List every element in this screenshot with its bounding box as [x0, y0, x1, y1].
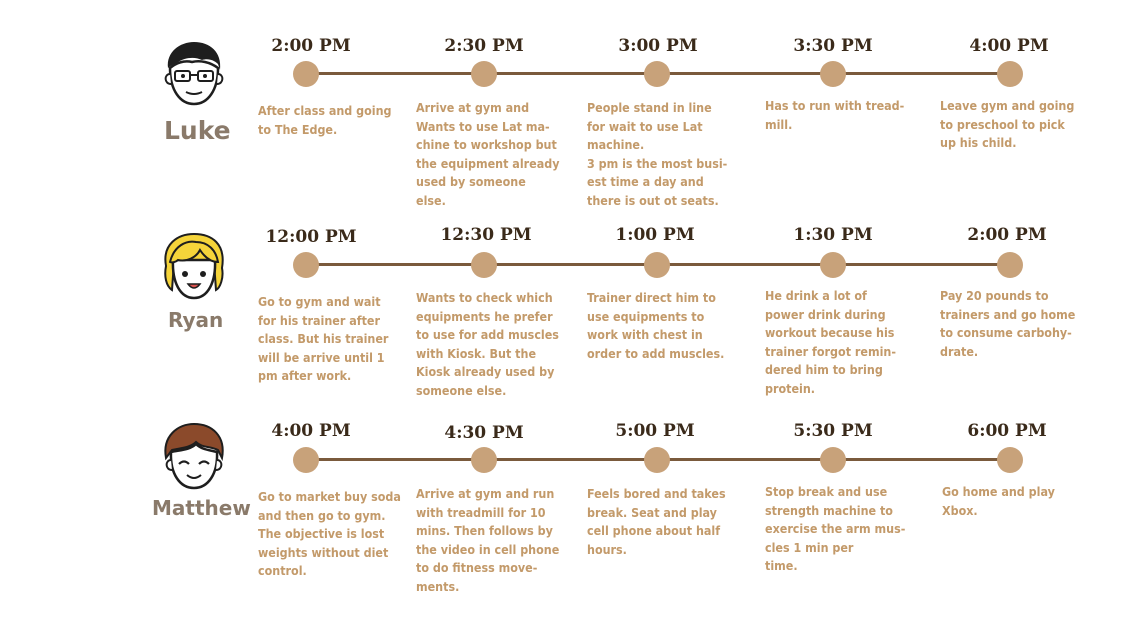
timeline-dot-matthew-1 — [293, 447, 319, 473]
timeline-dot-ryan-1 — [293, 252, 319, 278]
timeline-dot-luke-4 — [820, 61, 846, 87]
time-label: 2:30 PM — [444, 36, 524, 56]
timeline-dot-ryan-5 — [997, 252, 1023, 278]
time-label: 4:00 PM — [271, 421, 351, 441]
timeline-dot-matthew-5 — [997, 447, 1023, 473]
timeline-dot-matthew-4 — [820, 447, 846, 473]
timeline-dot-matthew-3 — [644, 447, 670, 473]
timeline-dot-luke-1 — [293, 61, 319, 87]
persona-luke: Luke 2:00 PM 2:30 PM 3:00 PM 3:30 PM 4:0… — [0, 0, 1140, 208]
time-label: 2:00 PM — [271, 36, 351, 56]
time-label: 4:30 PM — [444, 423, 524, 443]
persona-name-matthew: Matthew — [152, 496, 251, 520]
time-label: 1:30 PM — [793, 225, 873, 245]
time-label: 12:30 PM — [440, 225, 532, 245]
timeline-dot-luke-2 — [471, 61, 497, 87]
time-label: 3:30 PM — [793, 36, 873, 56]
time-label: 4:00 PM — [969, 36, 1049, 56]
time-label: 1:00 PM — [615, 225, 695, 245]
matthew-avatar-icon — [164, 422, 224, 490]
time-label: 5:00 PM — [615, 421, 695, 441]
timeline-dot-ryan-4 — [820, 252, 846, 278]
persona-ryan: Ryan 12:00 PM 12:30 PM 1:00 PM 1:30 PM 2… — [0, 0, 1140, 398]
luke-avatar-icon — [164, 42, 224, 106]
ryan-avatar-icon — [164, 232, 224, 300]
timeline-dot-luke-5 — [997, 61, 1023, 87]
event-description: Has to run with tread-mill. — [765, 98, 905, 132]
persona-matthew: Matthew 4:00 PM 4:30 PM 5:00 PM 5:30 PM … — [0, 0, 1140, 594]
persona-name-luke: Luke — [164, 116, 231, 145]
time-label: 3:00 PM — [618, 36, 698, 56]
time-label: 12:00 PM — [265, 227, 357, 247]
time-label: 6:00 PM — [967, 421, 1047, 441]
timeline-dot-ryan-3 — [644, 252, 670, 278]
timeline-dot-matthew-2 — [471, 447, 497, 473]
time-label: 2:00 PM — [967, 225, 1047, 245]
persona-name-ryan: Ryan — [168, 308, 224, 332]
timeline-dot-ryan-2 — [471, 252, 497, 278]
time-label: 5:30 PM — [793, 421, 873, 441]
timeline-dot-luke-3 — [644, 61, 670, 87]
